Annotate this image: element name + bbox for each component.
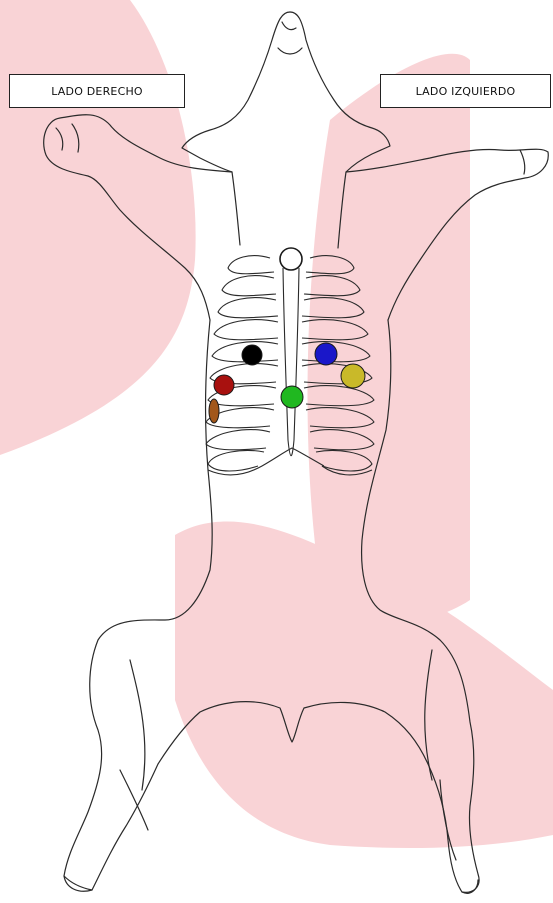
white-marker bbox=[280, 248, 302, 270]
green-marker bbox=[281, 386, 303, 408]
background-shape-left bbox=[0, 0, 196, 455]
black-marker bbox=[242, 345, 262, 365]
brown-marker bbox=[209, 399, 219, 423]
background-shape-bottom bbox=[175, 521, 553, 848]
blue-marker bbox=[315, 343, 337, 365]
label-left-side: LADO IZQUIERDO bbox=[380, 74, 551, 108]
label-left-side-text: LADO IZQUIERDO bbox=[416, 85, 516, 98]
red-marker bbox=[214, 375, 234, 395]
yellow-marker bbox=[341, 364, 365, 388]
label-right-side: LADO DERECHO bbox=[9, 74, 185, 108]
label-right-side-text: LADO DERECHO bbox=[51, 85, 143, 98]
